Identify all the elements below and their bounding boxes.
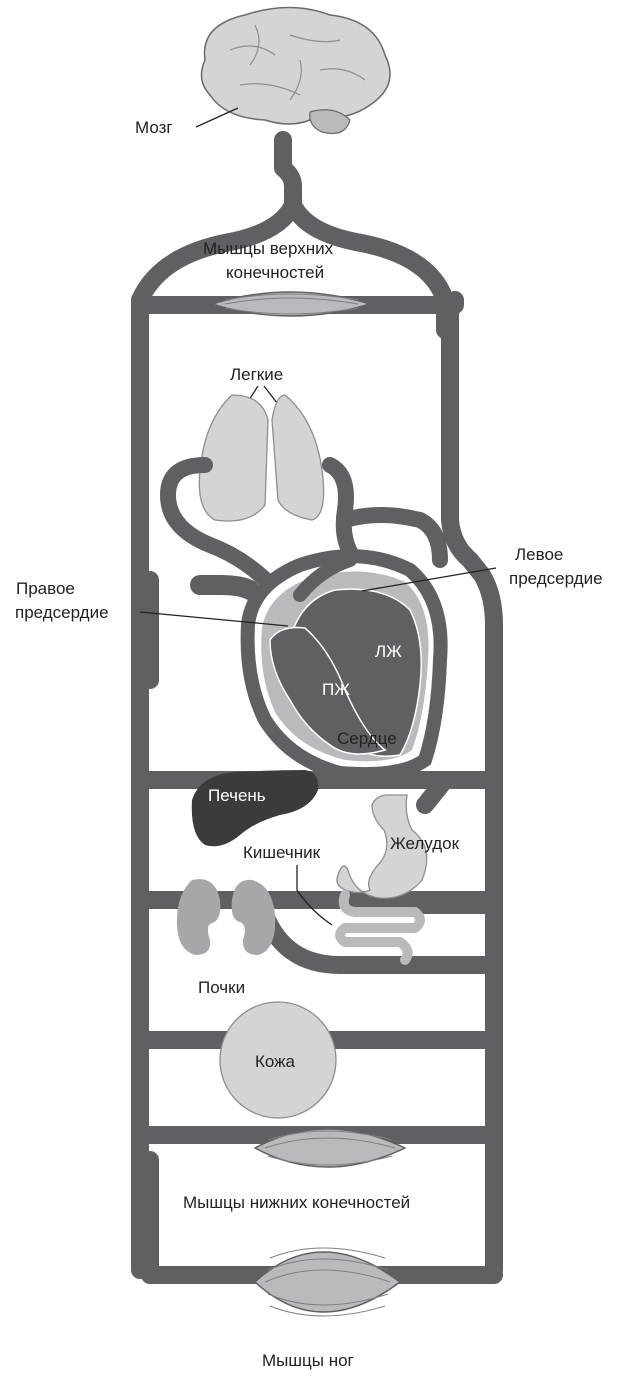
label-lv: ЛЖ xyxy=(375,642,402,661)
heart-icon xyxy=(200,556,441,774)
label-right-atrium-line2: предсердие xyxy=(15,603,109,622)
kidneys-icon xyxy=(177,879,275,955)
label-rv: ПЖ xyxy=(322,680,350,699)
label-intestine: Кишечник xyxy=(243,843,321,862)
label-left-atrium-line1: Левое xyxy=(515,545,563,564)
label-lungs: Легкие xyxy=(230,365,283,384)
label-left-atrium-line2: предсердие xyxy=(509,569,603,588)
label-stomach: Желудок xyxy=(390,834,460,853)
label-upper-muscles-line1: Мышцы верхних xyxy=(203,239,334,258)
label-brain: Мозг xyxy=(135,118,173,137)
leg-muscle-icon xyxy=(255,1248,400,1316)
label-liver: Печень xyxy=(208,786,266,805)
label-leg-muscles: Мышцы ног xyxy=(262,1351,354,1370)
liver-icon xyxy=(192,770,318,846)
label-right-atrium-line1: Правое xyxy=(16,579,75,598)
label-heart: Сердце xyxy=(337,729,397,748)
label-lower-muscles: Мышцы нижних конечностей xyxy=(183,1193,410,1212)
lungs-icon xyxy=(199,395,323,521)
label-skin: Кожа xyxy=(255,1052,296,1071)
label-kidneys: Почки xyxy=(198,978,245,997)
brain-pointer xyxy=(196,108,238,127)
brain-icon xyxy=(201,8,390,134)
label-upper-muscles-line2: конечностей xyxy=(226,263,324,282)
